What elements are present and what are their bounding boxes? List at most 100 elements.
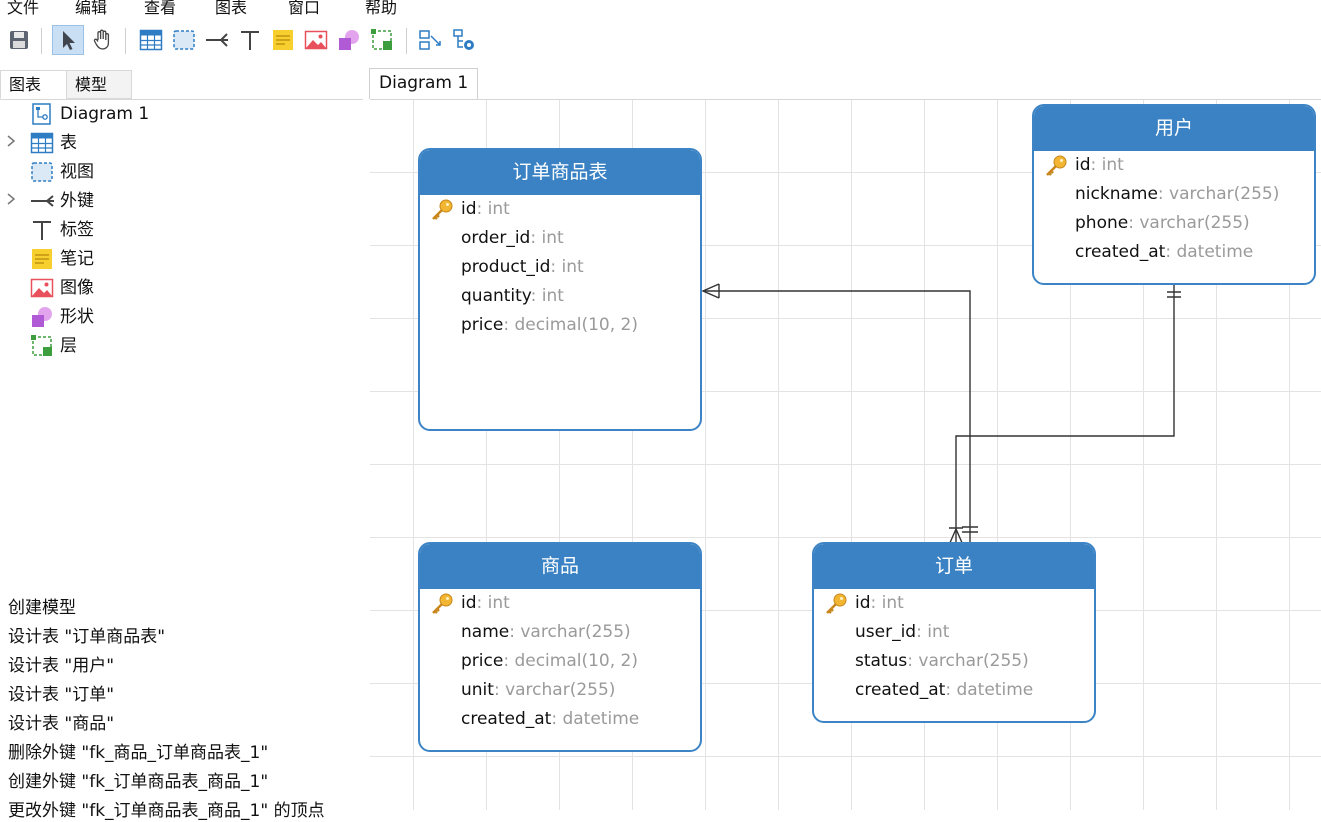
tree-item-diagram-1[interactable]: Diagram 1 [0,100,363,129]
tree-item-label: 外键 [60,191,94,211]
field-type: : varchar(255) [1157,184,1280,204]
note-icon[interactable] [269,25,297,55]
tree-item-labels[interactable]: 标签 [0,216,363,245]
menu-view[interactable]: 查看 [144,0,177,17]
chevron-right-icon[interactable] [6,192,16,210]
field-row[interactable]: name: varchar(255) [420,618,700,647]
layer-icon[interactable] [368,25,396,55]
tree-item-layers[interactable]: 层 [0,332,363,361]
tree-item-shapes[interactable]: 形状 [0,303,363,332]
menu-edit[interactable]: 编辑 [75,0,108,17]
view-icon[interactable] [170,25,198,55]
tab-diagram-1[interactable]: Diagram 1 [369,68,479,99]
tree-item-notes[interactable]: 笔记 [0,245,363,274]
field-name: id [1075,155,1091,175]
menu-window[interactable]: 窗口 [288,0,321,17]
field-row[interactable]: unit: varchar(255) [420,676,700,705]
shape-icon[interactable] [335,25,363,55]
shape-icon [30,305,54,329]
field-name: user_id [855,622,917,642]
menu-diagram[interactable]: 图表 [215,0,248,17]
field-type: : int [550,257,584,277]
history-item[interactable]: 设计表 "订单" [8,685,115,705]
tree-item-label: 图像 [60,278,94,298]
field-row[interactable]: nickname: varchar(255) [1034,180,1314,209]
tree-item-views[interactable]: 视图 [0,158,363,187]
entity-users[interactable]: 用户 id: int nickname: varchar(255) phone:… [1032,104,1316,285]
field-type: : int [1090,155,1124,175]
history-item[interactable]: 创建模型 [8,598,76,618]
field-row[interactable]: id: int [814,589,1094,618]
field-row[interactable]: price: decimal(10, 2) [420,647,700,676]
field-row[interactable]: order_id: int [420,224,700,253]
field-name: id [461,593,477,613]
field-name: product_id [461,257,551,277]
history-item[interactable]: 设计表 "订单商品表" [8,627,166,647]
field-row[interactable]: created_at: datetime [814,676,1094,705]
tab-model[interactable]: 模型 [66,70,132,99]
chevron-right-icon[interactable] [6,134,16,152]
field-row[interactable]: price: decimal(10, 2) [420,311,700,340]
tree-item-label: Diagram 1 [60,104,150,124]
history-item[interactable]: 设计表 "商品" [8,714,115,734]
field-row[interactable]: user_id: int [814,618,1094,647]
history-item[interactable]: 设计表 "用户" [8,656,115,676]
field-type: : int [476,593,510,613]
auto-layout-icon[interactable] [417,25,445,55]
entity-products[interactable]: 商品 id: int name: varchar(255) price: dec… [418,542,702,752]
tree-item-images[interactable]: 图像 [0,274,363,303]
pointer-icon[interactable] [52,25,84,55]
field-type: : datetime [945,680,1034,700]
key-icon [1044,154,1068,178]
field-type: : int [530,286,564,306]
table-icon[interactable] [137,25,165,55]
tree-item-tables[interactable]: 表 [0,129,363,158]
field-type: : varchar(255) [907,651,1029,671]
preview-icon[interactable] [450,25,478,55]
menu-file[interactable]: 文件 [7,0,40,17]
hand-icon[interactable] [88,25,116,55]
menu-bar: 文件 编辑 查看 图表 窗口 帮助 [0,0,1321,20]
tree-item-label: 形状 [60,307,94,327]
label-icon[interactable] [236,25,264,55]
field-row[interactable]: created_at: datetime [1034,238,1314,267]
field-row[interactable]: id: int [420,589,700,618]
field-row[interactable]: status: varchar(255) [814,647,1094,676]
entity-title: 订单 [814,544,1094,589]
field-type: : datetime [1165,242,1254,262]
history-item[interactable]: 删除外键 "fk_商品_订单商品表_1" [8,743,269,763]
foreign-key-icon [30,189,54,213]
foreign-key-icon[interactable] [203,25,231,55]
toolbar-separator [41,28,42,54]
label-icon [30,218,54,242]
field-row[interactable]: created_at: datetime [420,705,700,734]
field-name: id [855,593,871,613]
field-row[interactable]: id: int [1034,151,1314,180]
tab-diagram[interactable]: 图表 [0,70,70,99]
entity-order-items[interactable]: 订单商品表 id: int order_id: int product_id: … [418,148,702,431]
menu-help[interactable]: 帮助 [365,0,398,17]
field-type: : varchar(255) [1128,213,1250,233]
field-name: id [461,199,477,219]
tree-item-label: 表 [60,133,77,153]
diagram-canvas[interactable]: 订单商品表 id: int order_id: int product_id: … [370,99,1321,810]
field-row[interactable]: quantity: int [420,282,700,311]
crowfoot-many-marker [948,527,964,546]
image-icon[interactable] [302,25,330,55]
entity-title: 订单商品表 [420,150,700,195]
history-item[interactable]: 创建外键 "fk_订单商品表_商品_1" [8,772,269,792]
field-row[interactable]: product_id: int [420,253,700,282]
history-item[interactable]: 更改外键 "fk_订单商品表_商品_1" 的顶点 [8,801,325,821]
tree-item-foreign-keys[interactable]: 外键 [0,187,363,216]
save-icon[interactable] [5,25,33,55]
entity-orders[interactable]: 订单 id: int user_id: int status: varchar(… [812,542,1096,723]
left-panel: 图表 模型 Diagram 1 表 视图 [0,68,363,821]
tree-item-label: 层 [60,336,77,356]
field-name: quantity [461,286,531,306]
field-name: unit [461,680,494,700]
diagram-icon [30,102,54,126]
field-row[interactable]: phone: varchar(255) [1034,209,1314,238]
field-row[interactable]: id: int [420,195,700,224]
field-type: : varchar(255) [509,622,631,642]
field-name: phone [1075,213,1129,233]
